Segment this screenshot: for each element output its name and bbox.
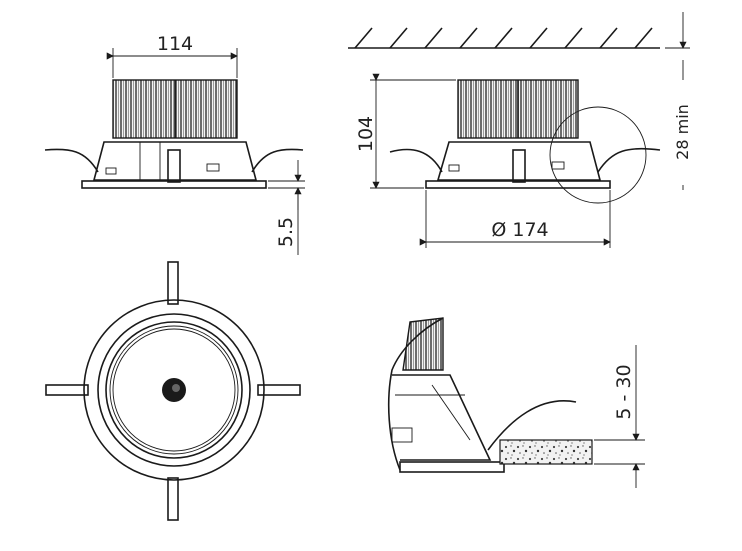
dim-28-min-label: 28 min [673,104,692,160]
section-detail: 5 - 30 [387,317,645,488]
dim-5-30-label: 5 - 30 [613,364,635,419]
detail-circle [549,106,647,204]
front-view: 114 5.5 [44,33,305,255]
dim-114-label: 114 [157,33,193,55]
ceiling-board [499,439,593,465]
dim-5-5-label: 5.5 [275,217,297,247]
dim-104-label: 104 [355,116,377,152]
ceiling-hatch [348,27,660,49]
bottom-view [45,261,301,521]
dim-diameter-label: Ø 174 [491,219,548,241]
installed-view: 28 min 104 Ø 174 [348,12,692,248]
